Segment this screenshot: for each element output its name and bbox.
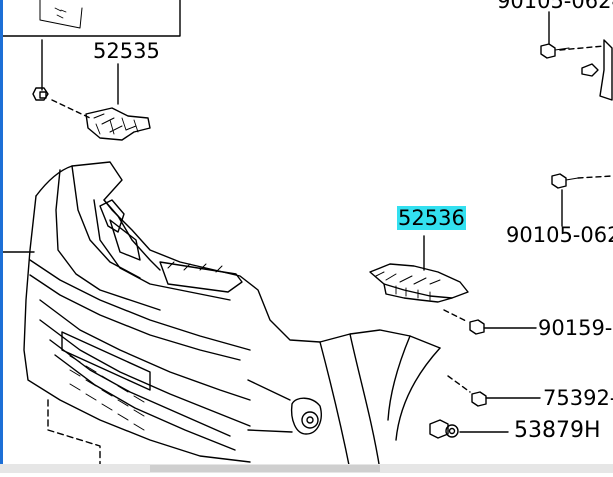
scrollbar-thumb[interactable] xyxy=(150,465,380,472)
clip-icon xyxy=(429,419,459,439)
bolt-icon xyxy=(540,43,570,59)
highlighted-part-number[interactable]: 52536 xyxy=(397,206,466,230)
leader-line xyxy=(577,175,613,179)
bolt-icon xyxy=(469,319,485,335)
callout-90105-top[interactable]: 90105-06241 xyxy=(497,0,613,13)
bolt-icon xyxy=(551,173,579,189)
bracket-52535 xyxy=(85,107,151,141)
bolt-icon xyxy=(32,87,49,101)
inset-box xyxy=(0,0,181,37)
window-left-border xyxy=(0,0,3,473)
leader-line xyxy=(51,99,91,119)
bolt-icon xyxy=(471,391,487,407)
front-bumper xyxy=(0,161,441,471)
callout-52535[interactable]: 52535 xyxy=(93,39,160,63)
callout-75392[interactable]: 75392- xyxy=(543,386,613,410)
bracket-52536 xyxy=(369,263,469,303)
callout-53879h[interactable]: 53879H xyxy=(514,418,601,443)
leader-line xyxy=(447,375,471,393)
callout-52536[interactable]: 52536 xyxy=(397,206,466,230)
clip-part xyxy=(581,39,613,101)
callout-90159[interactable]: 90159-5 xyxy=(538,316,613,340)
leader-line xyxy=(443,309,469,323)
leader-line xyxy=(559,45,605,51)
callout-90105-mid[interactable]: 90105-0624 xyxy=(506,223,613,247)
